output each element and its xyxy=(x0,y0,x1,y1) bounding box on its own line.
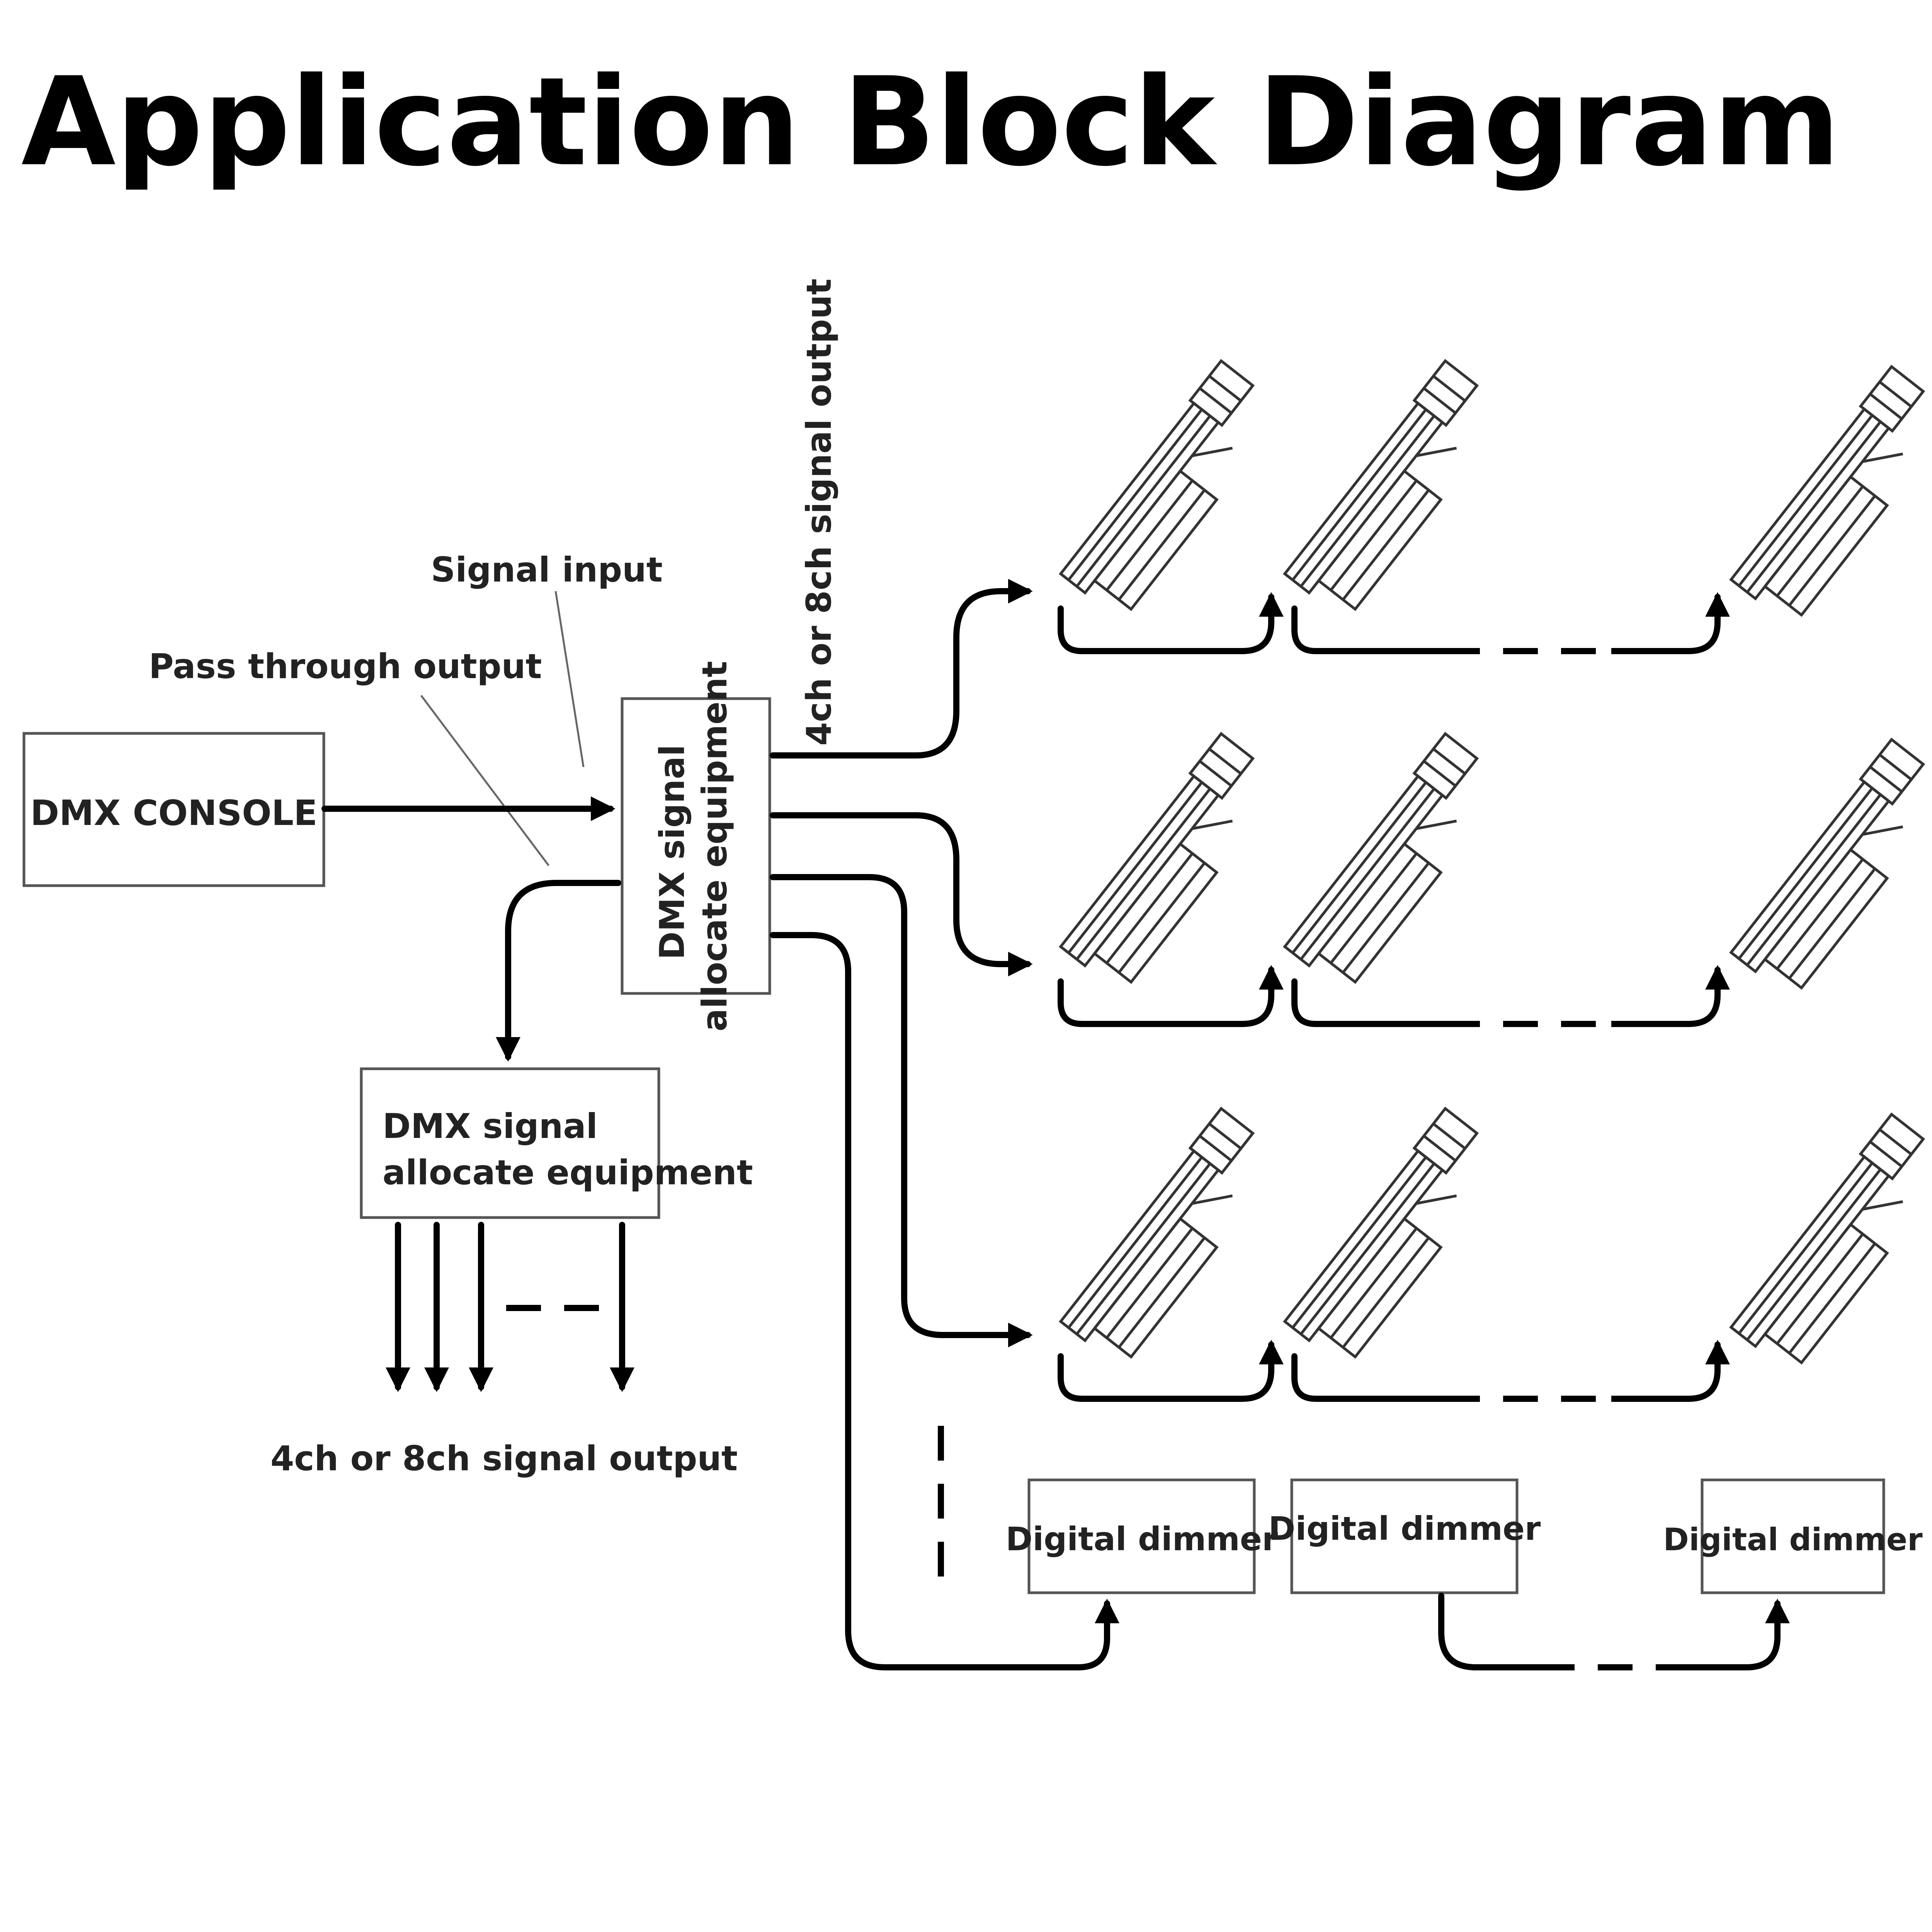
digital-dimmer-label: Digital dimmer xyxy=(1663,1522,1923,1558)
digital-dimmer-label: Digital dimmer xyxy=(1269,1510,1541,1548)
chain-arrow xyxy=(1291,1340,1730,1402)
wall-washer-fixture-icon xyxy=(1057,361,1286,621)
wall-washer-fixture-icon xyxy=(1281,1109,1510,1369)
dimmer-feed-arrow xyxy=(770,932,1119,1670)
wall-washer-fixture-icon xyxy=(1281,361,1510,621)
chain-arrow xyxy=(1058,592,1284,654)
secondary-allocator-line1: DMX signal xyxy=(383,1106,598,1146)
digital-dimmer-label: Digital dimmer xyxy=(1006,1520,1278,1558)
digital-dimmer-3: Digital dimmer xyxy=(1663,1478,1923,1594)
chain-arrow xyxy=(1291,592,1730,654)
row1-feed-arrow xyxy=(770,579,1033,759)
wall-washer-fixture-icon xyxy=(1057,734,1286,994)
main-allocator-line1: DMX signal xyxy=(652,745,692,960)
wall-washer-fixture-icon xyxy=(1057,1109,1286,1369)
wall-washer-fixture-icon xyxy=(1728,1114,1932,1375)
svg-text:DMX signal allocate equi: DMX signal allocate equipment xyxy=(652,661,735,1032)
wall-washer-fixture-icon xyxy=(1728,367,1932,627)
wall-washer-fixture-icon xyxy=(1728,740,1932,1000)
chain-arrow xyxy=(1058,1340,1284,1402)
secondary-allocator-box: DMX signal allocate equipment xyxy=(360,1067,753,1219)
svg-text:DMX signal allocate equi: DMX signal allocate equipment xyxy=(383,1106,753,1192)
signal-output-top-label: 4ch or 8ch signal output xyxy=(799,279,839,746)
digital-dimmer-1: Digital dimmer xyxy=(1006,1478,1278,1594)
dmx-console-label: DMX CONSOLE xyxy=(30,793,317,833)
digital-dimmer-2: Digital dimmer xyxy=(1269,1478,1541,1594)
dmx-console-box: DMX CONSOLE xyxy=(22,732,325,887)
secondary-allocator-line2: allocate equipment xyxy=(383,1153,753,1192)
page-title: Application Block Diagram xyxy=(21,51,1840,193)
main-allocator-box: DMX signal allocate equipment xyxy=(621,661,771,1032)
row2-feed-arrow xyxy=(770,812,1033,976)
chain-arrow xyxy=(1291,965,1730,1027)
dimmer-chain-arrow xyxy=(1438,1593,1790,1670)
fixture-chain-links xyxy=(1058,592,1730,1403)
chain-arrow xyxy=(1058,965,1284,1027)
pass-through-output-label: Pass through output xyxy=(149,646,542,686)
wall-washer-fixture-icon xyxy=(1281,734,1510,994)
pass-through-arrow xyxy=(496,880,621,1062)
signal-input-label: Signal input xyxy=(431,550,663,590)
fixture-grid xyxy=(1057,361,1932,1375)
signal-output-bottom-label: 4ch or 8ch signal output xyxy=(270,1439,738,1478)
main-allocator-line2: allocate equipment xyxy=(695,661,735,1032)
row3-feed-arrow xyxy=(770,874,1033,1347)
